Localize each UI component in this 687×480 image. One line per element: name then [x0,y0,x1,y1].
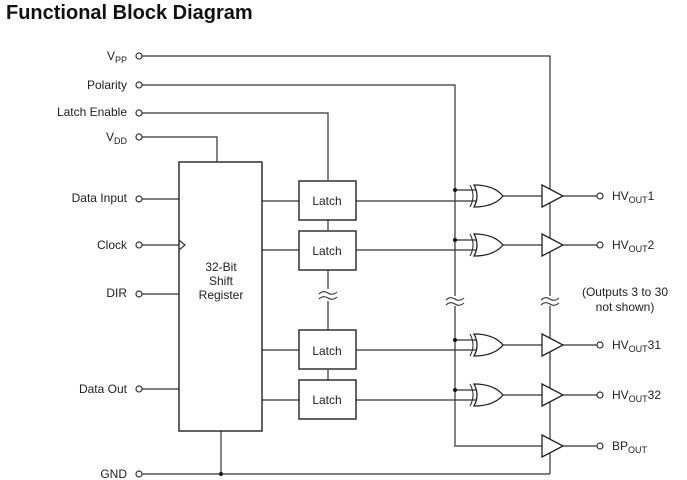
xor-gate-32 [469,383,504,407]
shift-register-label-3: Register [199,288,244,302]
terminal-dir [135,290,143,298]
break-marker [318,290,338,300]
svg-text:Latch: Latch [312,194,341,208]
latch-2: Latch [298,230,357,271]
diagram-title: Functional Block Diagram [6,2,253,24]
terminal-bpout [596,442,604,450]
label-latch-enable: Latch Enable [57,105,127,119]
label-hvout1: HVOUT1 [612,189,655,205]
label-hvout31: HVOUT31 [612,338,661,354]
terminal-data-out [135,385,143,393]
label-hvout2: HVOUT2 [612,238,655,254]
wire-polarity [142,84,542,447]
label-vpp: VPP [107,49,127,65]
note-line-2: not shown) [596,300,655,314]
terminal-polarity [135,81,143,89]
label-bpout: BPOUT [612,439,648,455]
label-data-input: Data Input [72,191,128,205]
xor-gate-1 [469,184,504,208]
junction-dot [453,238,457,242]
terminal-hvout2 [596,241,604,249]
terminal-hvout31 [596,341,604,349]
terminal-gnd [135,470,143,478]
buffer-31 [541,332,565,358]
shift-register-label-1: 32-Bit [205,260,237,274]
terminal-hvout1 [596,192,604,200]
xor-gate-2 [469,233,504,257]
xor-gate-31 [469,333,504,357]
buffer-1 [541,183,565,209]
terminal-vpp [135,52,143,60]
label-clock: Clock [97,238,128,252]
label-gnd: GND [100,467,127,480]
shift-register [178,161,263,432]
label-dir: DIR [106,286,127,300]
note-line-1: (Outputs 3 to 30 [582,285,668,299]
label-vdd: VDD [106,130,128,146]
junction-dot [219,472,223,476]
label-data-out: Data Out [79,382,128,396]
wire-latch-enable [142,112,329,180]
latch-31: Latch [298,329,357,370]
junction-dot [453,188,457,192]
svg-text:Latch: Latch [312,344,341,358]
wire-vpp [142,55,551,474]
buffer-2 [541,232,565,258]
latch-1: Latch [298,180,357,221]
junction-dot [453,388,457,392]
label-polarity: Polarity [87,78,127,92]
junction-dot [453,338,457,342]
terminal-latch-enable [135,109,143,117]
terminal-hvout32 [596,391,604,399]
break-marker [445,296,465,306]
latch-32: Latch [298,379,357,420]
terminal-vdd [135,133,143,141]
clock-input-marker [178,239,186,251]
terminal-data-input [135,195,143,203]
buffer-32 [541,382,565,408]
wire-vdd [142,136,218,162]
break-marker [540,296,560,306]
buffer-bp [541,433,565,459]
svg-text:Latch: Latch [312,393,341,407]
label-hvout32: HVOUT32 [612,388,661,404]
shift-register-label-2: Shift [209,274,234,288]
terminal-clock [135,241,143,249]
svg-text:Latch: Latch [312,244,341,258]
